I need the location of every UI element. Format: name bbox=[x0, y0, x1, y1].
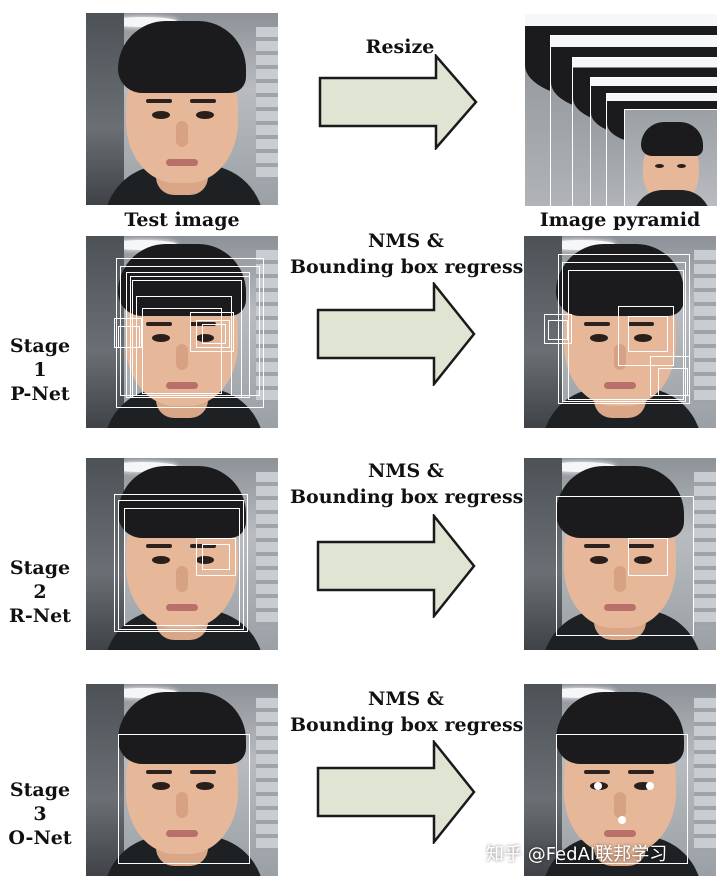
landmark-left-eye bbox=[594, 782, 602, 790]
stage-2-title: Stage 2 bbox=[0, 556, 80, 604]
stage-2-output-photo bbox=[524, 458, 716, 650]
stage-3-nms-line-1: NMS & bbox=[290, 688, 522, 710]
candidate-box bbox=[548, 320, 568, 340]
stage-2-arrow bbox=[316, 514, 476, 618]
stage-1-nms-line-2: Bounding box regression bbox=[290, 256, 522, 278]
stage-3-net: O-Net bbox=[0, 826, 80, 850]
stage-1-title: Stage 1 bbox=[0, 334, 80, 382]
face-box bbox=[118, 734, 250, 864]
candidate-box bbox=[658, 368, 688, 396]
test-image-photo bbox=[86, 13, 278, 205]
stage-3-nms-line-2: Bounding box regression bbox=[290, 714, 522, 736]
stage-2-input-photo bbox=[86, 458, 278, 650]
watermark-text: 知乎 @FedAI联邦学习 bbox=[486, 840, 667, 866]
landmark-nose bbox=[618, 816, 626, 824]
stage-1-output-photo bbox=[524, 236, 716, 428]
stage-2-label: Stage 2 R-Net bbox=[0, 556, 80, 628]
image-pyramid bbox=[524, 13, 716, 205]
face-box bbox=[556, 496, 694, 636]
candidate-box bbox=[628, 316, 668, 352]
image-pyramid-caption: Image pyramid bbox=[524, 209, 716, 231]
test-image-caption: Test image bbox=[86, 209, 278, 231]
eye-box bbox=[628, 538, 668, 576]
stage-1-net: P-Net bbox=[0, 382, 80, 406]
resize-arrow bbox=[318, 54, 478, 150]
stage-2-nms-line-1: NMS & bbox=[290, 460, 522, 482]
stage-1-input-photo bbox=[86, 236, 278, 428]
stage-1-nms-line-1: NMS & bbox=[290, 230, 522, 252]
stage-3-title: Stage 3 bbox=[0, 778, 80, 826]
landmark-right-eye bbox=[646, 782, 654, 790]
stage-1-label: Stage 1 P-Net bbox=[0, 334, 80, 406]
stage-3-input-photo bbox=[86, 684, 278, 876]
candidate-box bbox=[202, 544, 230, 570]
candidate-box bbox=[130, 276, 250, 398]
stage-3-label: Stage 3 O-Net bbox=[0, 778, 80, 850]
stage-2-net: R-Net bbox=[0, 604, 80, 628]
stage-2-nms-line-2: Bounding box regression bbox=[290, 486, 522, 508]
stage-3-arrow bbox=[316, 740, 476, 844]
stage-1-arrow bbox=[316, 282, 476, 386]
